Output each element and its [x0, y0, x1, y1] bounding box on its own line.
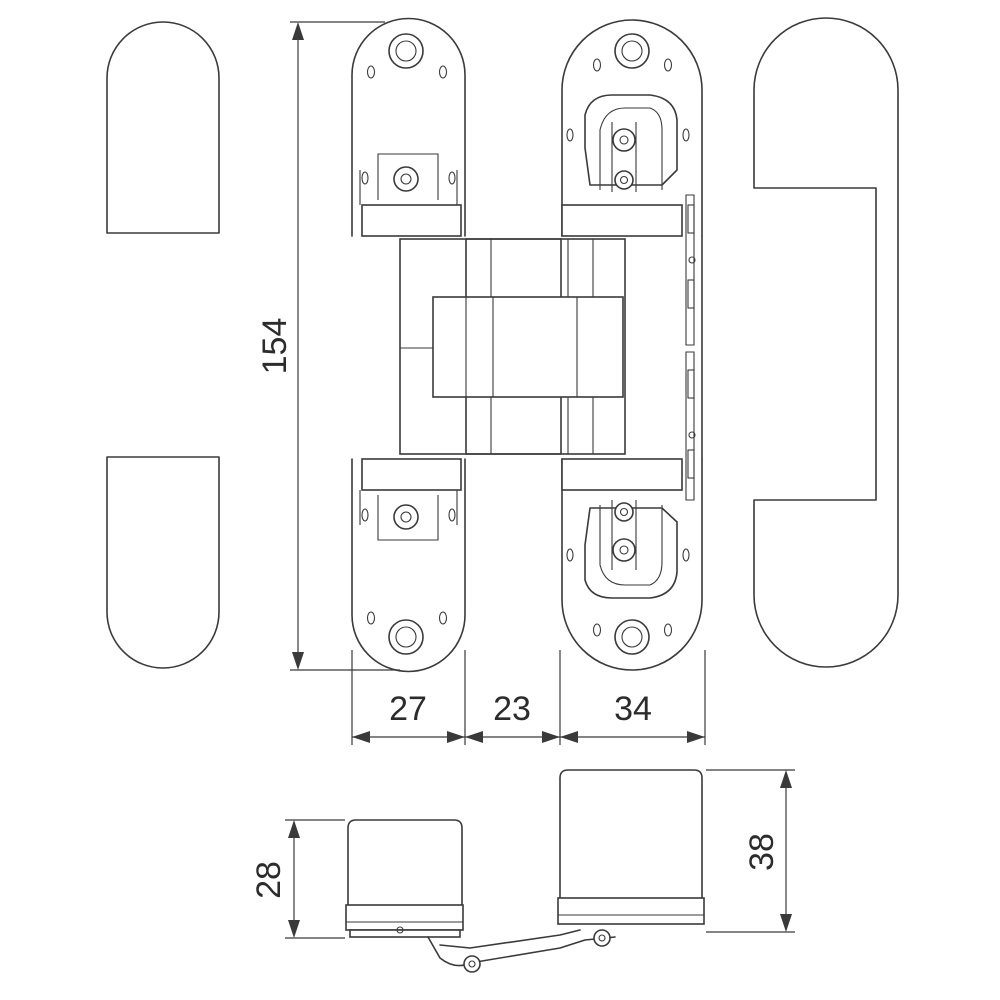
- right-cover-plate: [753, 17, 899, 668]
- dimension-label-right-plate: 34: [614, 690, 652, 728]
- mounting-hole-icon: [388, 33, 424, 69]
- pivot-pin-icon: [463, 955, 481, 973]
- dimension-label-gap: 23: [493, 690, 531, 728]
- adjustment-cam-bottom: [584, 507, 678, 599]
- screw-icon: [393, 504, 419, 530]
- dimension-depth-right: 38: [706, 769, 795, 933]
- mounting-hole-icon: [388, 619, 424, 655]
- left-cover-cap-bottom: [106, 456, 220, 669]
- screw-icon: [393, 166, 419, 192]
- screw-icon: [614, 502, 634, 522]
- dimension-widths: 27 23 34: [351, 650, 706, 745]
- pivot-pin-icon: [593, 929, 611, 947]
- mounting-hole-icon: [614, 33, 650, 69]
- dimension-height-total: 154: [256, 21, 400, 671]
- left-cover-cap-top: [106, 21, 220, 234]
- screw-icon: [612, 538, 636, 562]
- hinge-linkage-arm: [427, 936, 616, 967]
- dimension-label-left-plate: 27: [389, 690, 427, 728]
- hinge-central-body: [399, 238, 626, 455]
- right-mounting-plate: [561, 19, 703, 671]
- mounting-hole-icon: [614, 619, 650, 655]
- screw-icon: [614, 170, 634, 190]
- left-mounting-plate: [351, 17, 466, 673]
- dimension-label-depth-right: 38: [743, 833, 781, 871]
- dimension-label-depth-left: 28: [250, 861, 288, 899]
- dimension-label-height-total: 154: [256, 318, 294, 375]
- hinge-side-view: [345, 769, 705, 973]
- left-cover-caps: [106, 21, 220, 669]
- dimension-depth-left: 28: [250, 819, 345, 939]
- screw-icon: [612, 128, 636, 152]
- adjustment-cam-top: [584, 94, 678, 186]
